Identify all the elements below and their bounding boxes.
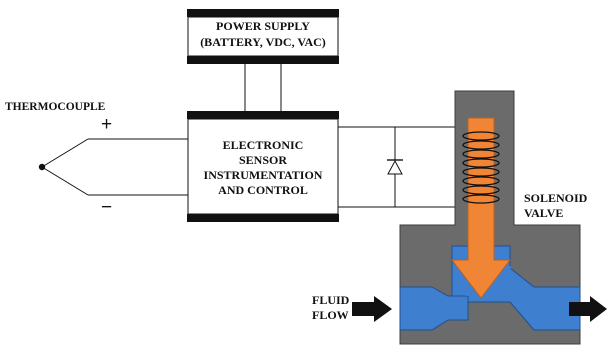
control-label-line-4: AND CONTROL — [218, 183, 308, 197]
solenoid-valve — [399, 90, 581, 345]
control-label-line-1: ELECTRONIC — [222, 138, 304, 152]
thermocouple-symbol — [38, 138, 188, 196]
control-top-bar — [187, 111, 339, 119]
thermocouple-label: THERMOCOUPLE — [5, 101, 106, 113]
thermocouple-lead-upper — [41, 138, 89, 168]
solenoid-label-line-1: SOLENOID — [524, 191, 588, 205]
positive-terminal-label: + — [101, 114, 113, 135]
power-supply-block — [187, 9, 339, 64]
control-label-line-2: SENSOR — [238, 153, 288, 167]
power-supply-bottom-bar — [187, 56, 339, 64]
control-bottom-bar — [187, 214, 339, 222]
solenoid-label-line-2: VALVE — [524, 206, 564, 220]
power-supply-title: POWER SUPPLY — [216, 19, 310, 33]
power-supply-top-bar — [187, 9, 339, 17]
negative-terminal-label: − — [101, 197, 113, 218]
fluid-flow-label-line-1: FLUID — [312, 293, 350, 307]
solenoid-coil — [462, 131, 500, 204]
power-supply-subtitle: (BATTERY, VDC, VAC) — [200, 35, 326, 49]
control-box — [187, 118, 339, 215]
thermocouple-lead-lower — [41, 166, 89, 196]
electronic-control-block — [187, 111, 339, 222]
flyback-diode — [387, 127, 403, 207]
diode-triangle — [387, 159, 403, 175]
fluid-flow-label-line-2: FLOW — [312, 308, 349, 322]
flow-in-arrow-icon — [352, 296, 392, 322]
flow-out-arrow-icon — [569, 296, 607, 322]
control-label-line-3: INSTRUMENTATION — [203, 168, 323, 182]
inlet-passage — [399, 286, 469, 331]
